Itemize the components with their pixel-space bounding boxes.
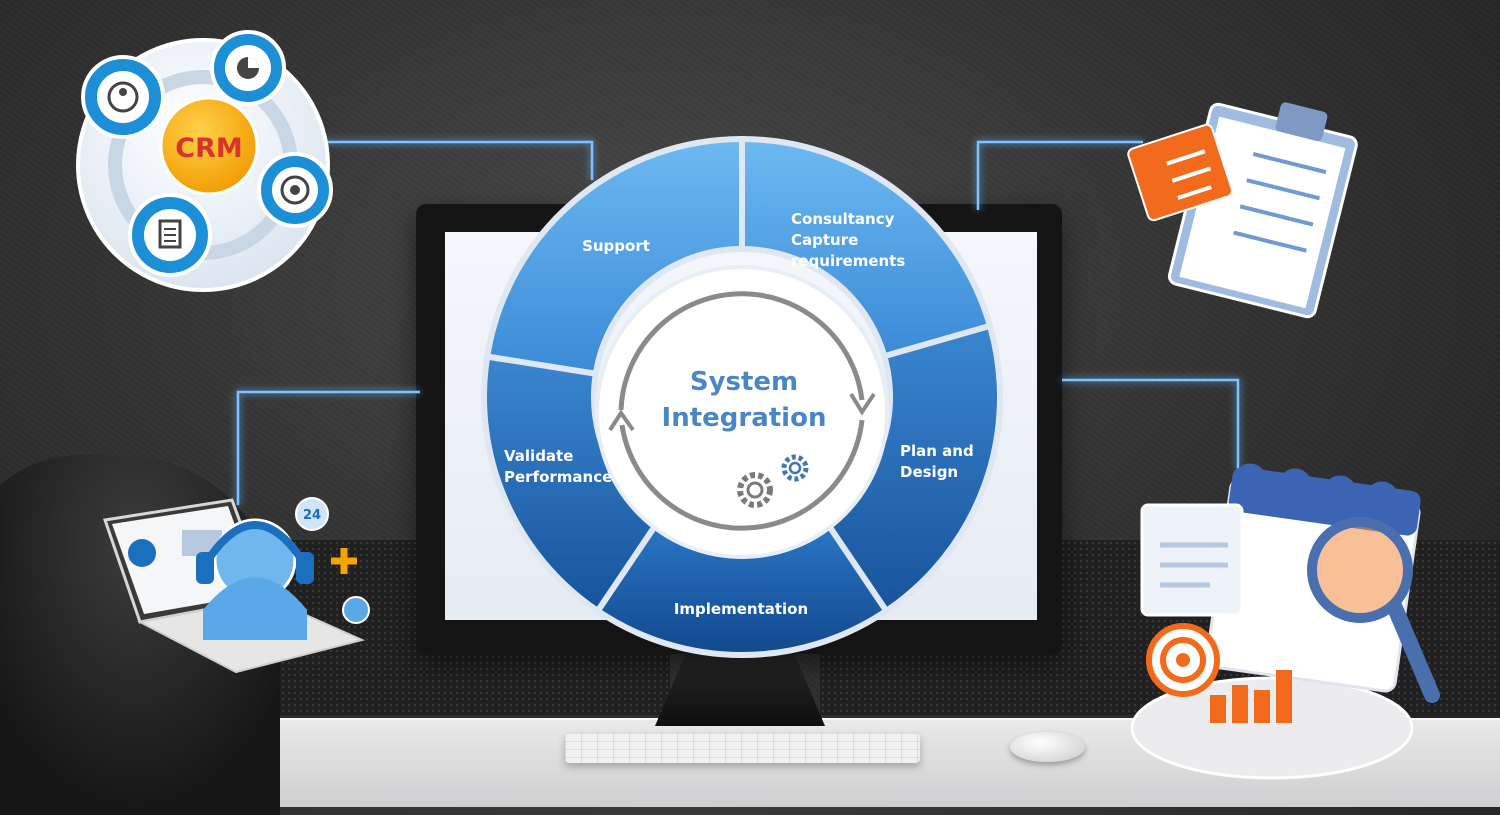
connector-lines: [236, 140, 1240, 505]
connector-crm: [318, 140, 594, 180]
clipboard-checklist-icon: [1127, 102, 1358, 319]
segment-support: [483, 135, 745, 378]
label-plan-design-1: Plan and: [900, 442, 974, 460]
monitor-stand: [655, 654, 825, 726]
segment-consultancy: [739, 135, 994, 360]
headset-support-icon: 24: [103, 497, 370, 674]
target-icon: [257, 152, 333, 228]
gears-icon: [737, 454, 809, 508]
title-line-2: Integration: [662, 403, 827, 433]
cycle-arrows-icon: [608, 291, 876, 531]
crm-label: CRM: [175, 133, 242, 164]
pie-chart-icon: [210, 30, 286, 106]
label-validate-1: Validate: [504, 447, 573, 465]
support-24-badge: 24: [303, 508, 321, 523]
checklist-icon: [128, 193, 212, 277]
connector-calendar: [1062, 378, 1240, 470]
label-validate-2: Performance: [504, 468, 612, 486]
connector-clipboard: [976, 140, 1143, 210]
label-plan-design-2: Design: [900, 463, 958, 481]
cycle-ring: [481, 135, 1003, 658]
user-target-icon: [81, 55, 165, 139]
title-line-1: System: [690, 367, 798, 397]
mouse: [1010, 732, 1085, 762]
label-support: Support: [582, 237, 650, 255]
center-disc: [595, 265, 889, 559]
label-implementation: Implementation: [674, 600, 808, 618]
calendar-magnifier-icon: [1130, 463, 1440, 780]
keyboard: [565, 733, 920, 763]
label-consultancy-2: Capture: [791, 231, 858, 249]
label-consultancy-3: requirements: [791, 252, 905, 270]
connector-support: [236, 390, 420, 505]
label-consultancy-1: Consultancy: [791, 210, 895, 228]
crm-cluster-icon: CRM: [76, 30, 333, 292]
